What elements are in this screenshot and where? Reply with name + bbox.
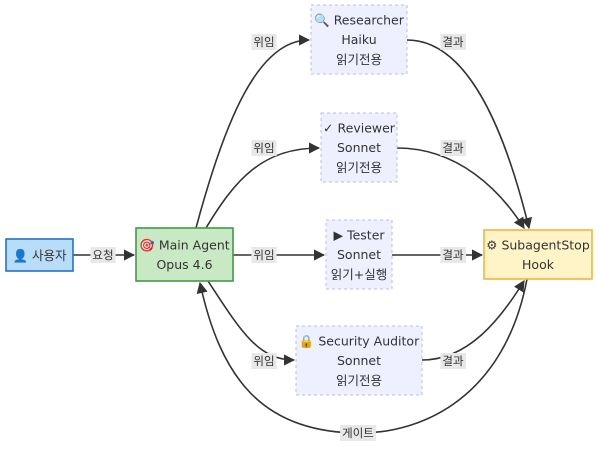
edge-reviewer-hook <box>396 147 525 229</box>
node-box <box>5 238 74 272</box>
edge-researcher-hook <box>406 39 533 230</box>
node-icon: ⚙ <box>486 237 497 252</box>
node-subtitle: 읽기전용 <box>336 160 382 175</box>
edge-label-text: 게이트 <box>342 426 374 440</box>
node-icon: 🔍 <box>314 11 330 27</box>
edge-label-background <box>440 353 466 369</box>
node-title: ▶ Tester <box>333 227 385 242</box>
edge-main-researcher <box>195 34 311 229</box>
node-box <box>310 4 408 75</box>
edge-label-text: 결과 <box>442 141 464 155</box>
edge-label-text: 위임 <box>253 35 274 49</box>
edge-label-main-researcher: 위임 <box>251 34 277 50</box>
edge-label-background <box>251 247 277 263</box>
edge-label-researcher-hook: 결과 <box>440 34 466 50</box>
edge-label-text: 위임 <box>253 354 274 368</box>
edge-label-tester-hook: 결과 <box>440 247 466 263</box>
node-icon: ✓ <box>323 120 333 135</box>
edge-auditor-hook <box>421 280 525 361</box>
edge-label-text: 결과 <box>442 354 464 368</box>
edge-label-background <box>251 353 277 369</box>
edge-label-background <box>440 140 466 156</box>
node-icon: 🔒 <box>299 333 315 348</box>
edge-label-reviewer-hook: 결과 <box>440 140 466 156</box>
node-icon: ▶ <box>333 227 343 242</box>
node-title: ⚙ SubagentStop <box>486 237 590 252</box>
edge-label-background <box>440 34 466 50</box>
node-title-text: SubagentStop <box>501 237 589 252</box>
edge-label-background <box>340 425 376 441</box>
node-title-text: Security Auditor <box>318 333 420 348</box>
node-subtitle: Opus 4.6 <box>156 257 212 272</box>
node-subtitle: 읽기전용 <box>336 373 382 388</box>
edge-main-reviewer <box>205 142 321 229</box>
node-subtitle: Sonnet <box>337 353 381 368</box>
node-subtitle: Hook <box>522 257 555 272</box>
node-subtitle: Sonnet <box>337 247 381 262</box>
edge-label-background <box>90 247 116 263</box>
node-title: 🔒 Security Auditor <box>299 333 420 348</box>
node-icon: 👤 <box>12 248 28 263</box>
edge-label-text: 위임 <box>253 141 274 155</box>
node-subtitle: 읽기+실행 <box>331 267 387 282</box>
node-box <box>295 325 423 396</box>
node-title: 👤 사용자 <box>12 248 67 263</box>
edge-label-main-auditor: 위임 <box>251 353 277 369</box>
edges-layer <box>73 34 533 434</box>
edge-main-auditor <box>207 280 296 366</box>
node-title: 🔍 Researcher <box>314 11 405 27</box>
node-title-text: Reviewer <box>338 120 396 135</box>
node-box <box>135 227 234 282</box>
edge-label-user-main: 요청 <box>90 247 116 263</box>
node-subtitle: Sonnet <box>337 140 381 155</box>
edge-label-text: 결과 <box>442 248 464 262</box>
edge-label-hook-main: 게이트 <box>340 425 376 441</box>
edge-label-main-reviewer: 위임 <box>251 140 277 156</box>
node-user: 👤 사용자 <box>5 238 74 272</box>
edge-label-text: 위임 <box>253 248 274 262</box>
node-box <box>320 112 398 183</box>
edge-label-background <box>440 247 466 263</box>
node-title: ✓ Reviewer <box>323 120 396 135</box>
node-box <box>325 219 393 290</box>
edge-label-text: 결과 <box>442 35 464 49</box>
node-title-text: Researcher <box>334 12 405 27</box>
node-title-text: Main Agent <box>159 237 230 252</box>
edge-label-main-tester: 위임 <box>251 247 277 263</box>
node-box <box>483 229 593 280</box>
node-subtitle: 읽기전용 <box>336 52 382 67</box>
edge-label-background <box>251 34 277 50</box>
node-title: 🎯 Main Agent <box>139 237 229 252</box>
edge-label-background <box>251 140 277 156</box>
edge-label-auditor-hook: 결과 <box>440 353 466 369</box>
node-title-text: Tester <box>346 227 385 242</box>
edge-label-text: 요청 <box>92 248 113 262</box>
node-icon: 🎯 <box>139 237 155 252</box>
node-title-text: 사용자 <box>32 248 67 263</box>
node-subtitle: Haiku <box>341 32 376 47</box>
